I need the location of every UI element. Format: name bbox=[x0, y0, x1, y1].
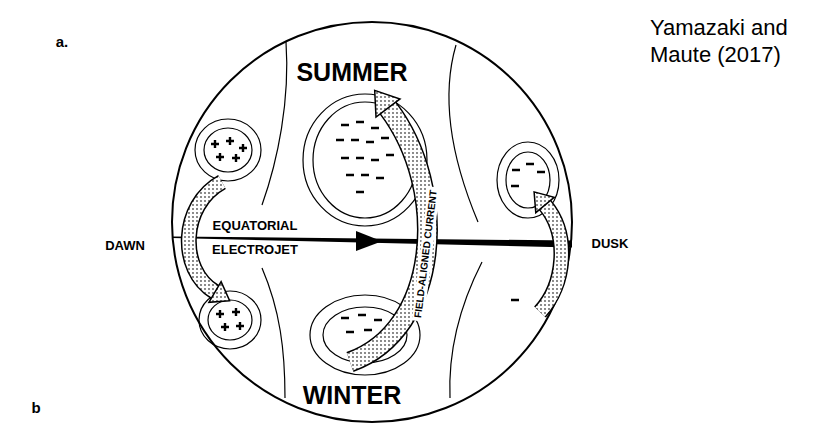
arrow-band bbox=[189, 182, 222, 292]
negative-charge bbox=[511, 164, 545, 300]
local-time-label: DAWN bbox=[105, 238, 145, 254]
arrow-band-outline bbox=[350, 108, 427, 362]
arrowhead bbox=[375, 90, 400, 117]
season-label: SUMMER bbox=[296, 57, 407, 87]
arrowhead bbox=[356, 231, 382, 251]
arrow-band bbox=[350, 108, 427, 362]
local-time-label: DUSK bbox=[592, 236, 629, 252]
vortex-loop bbox=[204, 128, 252, 172]
citation: Yamazaki and Maute (2017) bbox=[650, 14, 812, 68]
streamline bbox=[450, 262, 482, 398]
streamline bbox=[262, 268, 285, 398]
panel-letter: b bbox=[31, 399, 40, 417]
streamline bbox=[449, 45, 478, 222]
negative-charge bbox=[341, 315, 382, 332]
globe-outline bbox=[172, 22, 572, 422]
arrowhead bbox=[209, 282, 230, 303]
season-label: WINTER bbox=[303, 380, 402, 410]
current-label: EQUATORIAL ELECTROJET bbox=[212, 214, 298, 262]
positive-charge bbox=[211, 137, 247, 162]
negative-charge bbox=[336, 122, 394, 192]
panel-letter: a. bbox=[56, 33, 69, 51]
vortex-loop bbox=[195, 119, 261, 181]
current-label: FIELD-ALIGNED CURRENT bbox=[412, 186, 440, 321]
arrow-band-outline bbox=[189, 182, 222, 292]
vortex-loop bbox=[208, 300, 252, 340]
dusk-current-arrow bbox=[534, 192, 561, 312]
positive-charge bbox=[216, 308, 244, 331]
charge-signs bbox=[211, 122, 545, 332]
arrowhead bbox=[534, 192, 554, 213]
current-streamlines bbox=[195, 42, 559, 398]
vortex-loop bbox=[199, 291, 261, 349]
streamline bbox=[262, 42, 287, 205]
arrow-band bbox=[540, 205, 561, 312]
arrow-band-outline bbox=[540, 205, 561, 312]
field-aligned-current-arrow bbox=[350, 90, 427, 362]
